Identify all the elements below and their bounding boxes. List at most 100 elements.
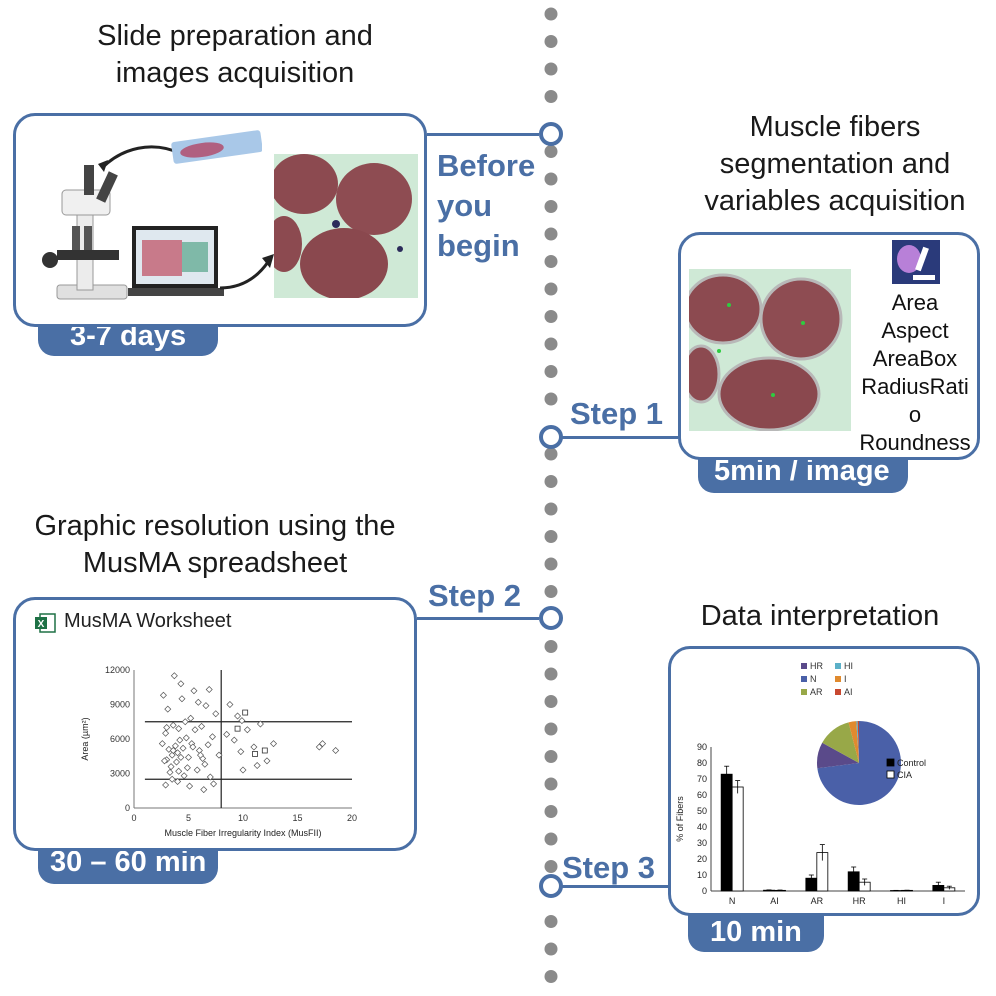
timeline-dot: [544, 805, 558, 818]
timeline-dot: [544, 860, 558, 873]
bar: [720, 773, 733, 892]
timeline-node-step1: [539, 425, 563, 449]
heading-graphic-resolution: Graphic resolution using the MusMA sprea…: [34, 510, 396, 579]
timeline-dot: [544, 282, 558, 296]
scatter-point: [176, 736, 184, 744]
scatter-point: [173, 758, 181, 766]
scatter-point: [177, 680, 185, 688]
scatter-point: [200, 786, 208, 794]
timeline-dot: [544, 227, 558, 241]
scatter-point: [190, 687, 198, 695]
scatter-point: [166, 768, 174, 776]
scatter-point: [178, 695, 186, 703]
scatter-point: [242, 709, 249, 716]
legend-label: I: [844, 674, 847, 684]
scatter-point: [180, 772, 188, 780]
timeline-node-before: [539, 122, 563, 146]
heading-slide-preparation: Slide preparation and images acquisition: [97, 20, 373, 89]
timeline-dot: [544, 832, 558, 846]
pie-slice: [817, 721, 901, 805]
scatter-point: [191, 726, 199, 734]
scatter-point: [183, 764, 191, 772]
slide-preparation-panel: [13, 113, 427, 327]
timeline-dot: [544, 145, 558, 158]
timeline-dot: [544, 970, 558, 983]
pie-slice: [856, 721, 859, 763]
legend-swatch: [886, 758, 895, 767]
y-tick-label: 12000: [105, 665, 130, 675]
y-tick-label: 3000: [110, 769, 130, 779]
x-axis-label: Muscle Fiber Irregularity Index (MusFII): [164, 828, 321, 838]
variable-radiusratio-cont: o: [908, 402, 922, 427]
y-tick-label: 50: [697, 806, 707, 816]
scatter-point: [186, 782, 194, 790]
pie-slice: [848, 721, 859, 763]
scatter-point: [169, 747, 177, 754]
y-axis-label: % of Fibers: [675, 796, 685, 842]
connector-before: [427, 133, 539, 136]
scatter-point: [204, 741, 212, 749]
timeline-dot: [544, 502, 558, 516]
timeline-dot: [544, 722, 558, 736]
scatter-point: [167, 763, 175, 771]
scatter-point: [332, 747, 340, 754]
scatter-point: [238, 717, 246, 725]
scatter-point: [243, 726, 251, 734]
scatter-point: [158, 740, 166, 748]
scatter-point: [159, 691, 167, 699]
microscope-app-icon: [892, 240, 940, 284]
scatter-point: [162, 781, 170, 789]
scatter-point: [210, 780, 218, 788]
step-label-step3: Step 3: [562, 850, 656, 885]
excel-icon: X: [34, 612, 56, 634]
y-tick-label: 20: [697, 854, 707, 864]
scatter-point: [195, 747, 203, 754]
scatter-point: [175, 725, 183, 733]
timeline-dot: [544, 530, 558, 543]
scatter-point: [215, 751, 223, 759]
curved-arrow: [219, 254, 274, 290]
timeline-dot: [544, 585, 558, 598]
timeline-dot: [544, 475, 558, 488]
y-axis-label: Area (µm²): [80, 717, 90, 760]
scatter-point: [174, 749, 182, 757]
scatter-point: [182, 734, 190, 742]
scatter-point: [234, 725, 241, 732]
scatter-point: [164, 705, 172, 713]
scatter-point: [201, 760, 209, 768]
timeline-dot: [544, 942, 558, 956]
x-tick-label: 10: [238, 813, 248, 823]
timeline-dot: [544, 915, 558, 928]
scatter-point: [168, 775, 176, 783]
legend-swatch: [886, 770, 895, 779]
step-label-step1: Step 1: [570, 396, 664, 431]
segmented-histology-image: [689, 269, 851, 431]
scatter-point: [208, 733, 216, 741]
scatter-point: [169, 721, 177, 729]
scatter-point: [198, 722, 206, 730]
legend-label: HR: [810, 661, 823, 671]
scatter-point: [168, 751, 176, 759]
connector-step2: [417, 617, 539, 620]
timeline-divider: [544, 7, 558, 983]
scatter-point: [189, 743, 197, 751]
connector-step3: [562, 885, 668, 888]
scatter-point: [187, 714, 195, 722]
timeline-dot: [544, 750, 558, 763]
y-tick-label: 70: [697, 774, 707, 784]
heading-data-interpretation: Data interpretation: [700, 600, 940, 632]
scatter-point: [185, 753, 192, 761]
scatter-point: [234, 712, 242, 720]
scatter-point: [179, 744, 187, 752]
bar: [731, 786, 744, 892]
timeline-node-step2: [539, 606, 563, 630]
y-tick-label: 9000: [110, 700, 130, 710]
timeline-dot: [544, 557, 558, 571]
scatter-point: [205, 686, 213, 694]
y-tick-label: 60: [697, 790, 707, 800]
worksheet-title: MusMA Worksheet: [64, 610, 232, 632]
